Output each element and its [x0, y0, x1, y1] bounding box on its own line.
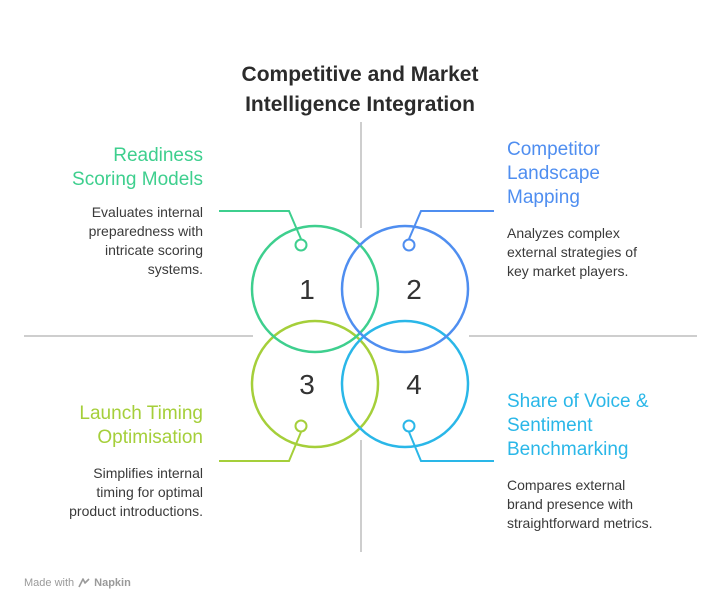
circle-4 — [340, 319, 470, 449]
description-line: straightforward metrics. — [507, 515, 653, 531]
description-line: Simplifies internal — [93, 465, 203, 481]
heading-line: Mapping — [507, 187, 580, 208]
number-3: 3 — [299, 369, 315, 400]
description-line: external strategies of — [507, 244, 637, 260]
description-line: Analyzes complex — [507, 225, 620, 241]
diagram-title: Competitive and Market Intelligence Inte… — [160, 60, 560, 120]
number-1: 1 — [299, 274, 315, 305]
connector-dot-3 — [294, 419, 308, 433]
heading-line: Share of Voice & — [507, 391, 649, 412]
quadrant-3-description: Simplifies internal timing for optimal p… — [69, 464, 203, 521]
heading-line: Scoring Models — [72, 169, 203, 190]
description-line: systems. — [147, 261, 203, 277]
heading-line: Landscape — [507, 163, 600, 184]
circle-2 — [340, 224, 470, 354]
description-line: timing for optimal — [96, 484, 203, 500]
description-line: product introductions. — [69, 503, 203, 519]
quadrant-1-heading: Readiness Scoring Models — [72, 144, 203, 192]
description-line: preparedness with — [88, 223, 203, 239]
title-line-2: Intelligence Integration — [245, 93, 475, 116]
connector-3 — [219, 431, 302, 462]
connector-dot-1 — [294, 238, 308, 252]
description-line: Evaluates internal — [91, 204, 203, 220]
quadrant-3-heading: Launch Timing Optimisation — [79, 402, 203, 450]
description-line: brand presence with — [507, 496, 634, 512]
quadrant-4-description: Compares external brand presence with st… — [507, 476, 652, 533]
circle-1 — [250, 224, 380, 354]
made-with-napkin-footer[interactable]: Made with Napkin — [24, 577, 131, 589]
circle-3 — [250, 319, 380, 449]
connector-dot-4 — [402, 419, 416, 433]
heading-line: Benchmarking — [507, 439, 629, 460]
number-4: 4 — [406, 369, 422, 400]
heading-line: Competitor — [507, 139, 600, 160]
heading-line: Readiness — [113, 145, 203, 166]
footer-prefix: Made with — [24, 577, 75, 589]
quadrant-4-heading: Share of Voice & Sentiment Benchmarking — [507, 390, 649, 462]
napkin-logo-icon — [78, 578, 90, 588]
description-line: key market players. — [507, 263, 629, 279]
connector-2 — [408, 210, 494, 240]
connector-4 — [408, 431, 494, 462]
footer-brand: Napkin — [94, 577, 131, 589]
quadrant-2-heading: Competitor Landscape Mapping — [507, 138, 600, 210]
description-line: Compares external — [507, 477, 626, 493]
quadrant-2-description: Analyzes complex external strategies of … — [507, 224, 637, 281]
connector-1 — [219, 210, 302, 240]
description-line: intricate scoring — [104, 242, 203, 258]
number-2: 2 — [406, 274, 422, 305]
heading-line: Sentiment — [507, 415, 593, 436]
title-line-1: Competitive and Market — [241, 63, 479, 86]
quadrant-1-description: Evaluates internal preparedness with int… — [89, 203, 203, 279]
heading-line: Launch Timing — [79, 403, 203, 424]
connector-dot-2 — [402, 238, 416, 252]
heading-line: Optimisation — [97, 427, 203, 448]
